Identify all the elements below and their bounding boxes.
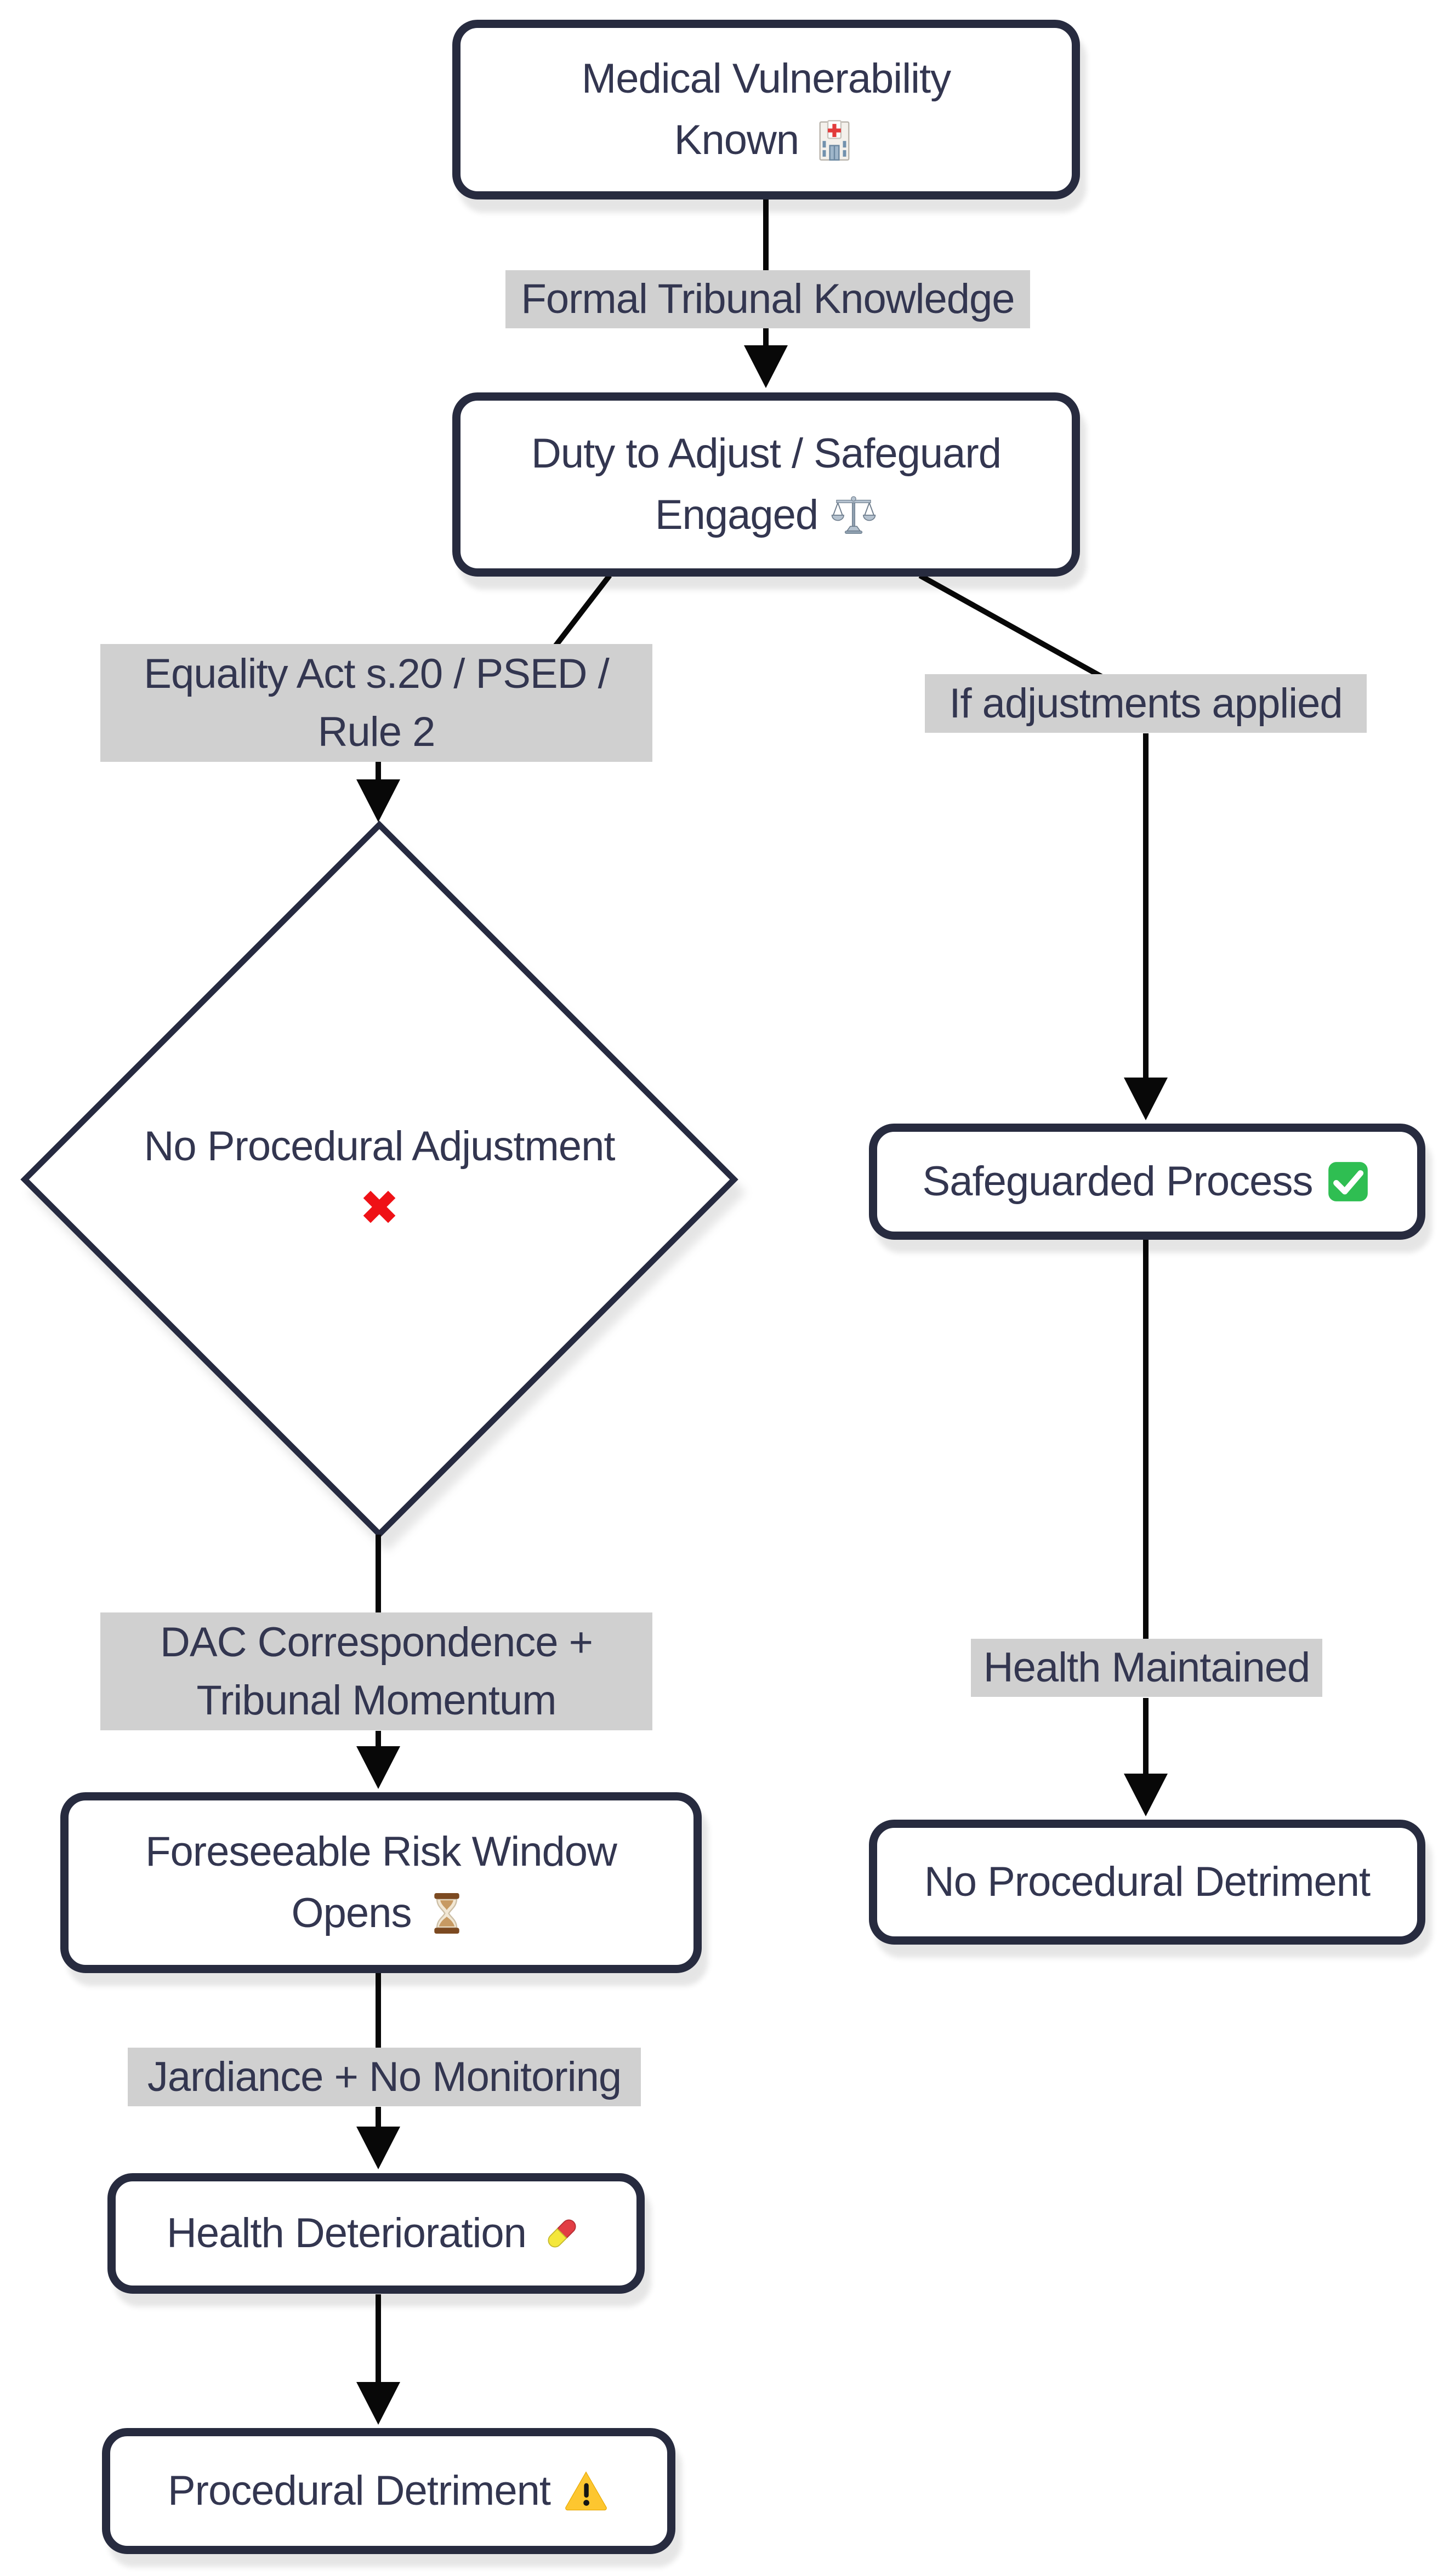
node-text: Engaged (655, 492, 818, 538)
arrowhead (356, 779, 400, 822)
node-text: No Procedural Adjustment (144, 1123, 616, 1170)
node-duty-to-adjust: Duty to Adjust / Safeguard Engaged (452, 392, 1080, 577)
edge-label-dac-correspondence: DAC Correspondence + Tribunal Momentum (100, 1612, 652, 1730)
node-medical-vulnerability: Medical Vulnerability Known (452, 20, 1080, 200)
edge-label-jardiance-no-monitoring: Jardiance + No Monitoring (128, 2048, 641, 2106)
arrowhead (356, 1746, 400, 1789)
check-icon (1328, 1162, 1368, 1201)
arrowhead (744, 345, 788, 388)
edge-duty-to-equality (553, 573, 612, 649)
node-text: Foreseeable Risk Window (145, 1828, 617, 1875)
pill-icon (548, 2219, 576, 2248)
edge-duty-to-ifapplied (918, 573, 1105, 680)
warning-icon (565, 2471, 607, 2511)
edge-label-formal-tribunal-knowledge: Formal Tribunal Knowledge (505, 270, 1030, 328)
node-text: Health Deterioration (167, 2210, 527, 2256)
node-foreseeable-risk-window: Foreseeable Risk Window Opens (60, 1792, 702, 1973)
diamond-shape (20, 820, 738, 1538)
node-no-procedural-detriment: No Procedural Detriment (869, 1820, 1425, 1945)
cross-mark-icon (363, 1190, 396, 1223)
scales-icon (831, 496, 876, 534)
node-text: Opens (291, 1890, 412, 1936)
edge-label-equality-act: Equality Act s.20 / PSED / Rule 2 (100, 644, 652, 762)
node-procedural-detriment: Procedural Detriment (102, 2428, 675, 2554)
node-no-procedural-adjustment: No Procedural Adjustment (50, 1119, 708, 1233)
node-safeguarded-process: Safeguarded Process (869, 1124, 1425, 1240)
node-health-deterioration: Health Deterioration (107, 2173, 645, 2294)
node-text: Known (674, 117, 799, 163)
arrowhead (1124, 1774, 1168, 1816)
arrowhead (1124, 1078, 1168, 1120)
node-text: Medical Vulnerability (581, 55, 951, 102)
edge-label-health-maintained: Health Maintained (971, 1639, 1322, 1697)
node-text: No Procedural Detriment (924, 1859, 1371, 1905)
node-text: Procedural Detriment (167, 2467, 551, 2514)
hourglass-icon (434, 1893, 460, 1934)
arrowhead (356, 2127, 400, 2169)
edge-label-if-adjustments-applied: If adjustments applied (925, 674, 1367, 733)
node-text: Duty to Adjust / Safeguard (531, 430, 1002, 477)
hospital-icon (819, 119, 850, 161)
node-text: Safeguarded Process (922, 1158, 1314, 1205)
arrowhead (356, 2382, 400, 2425)
